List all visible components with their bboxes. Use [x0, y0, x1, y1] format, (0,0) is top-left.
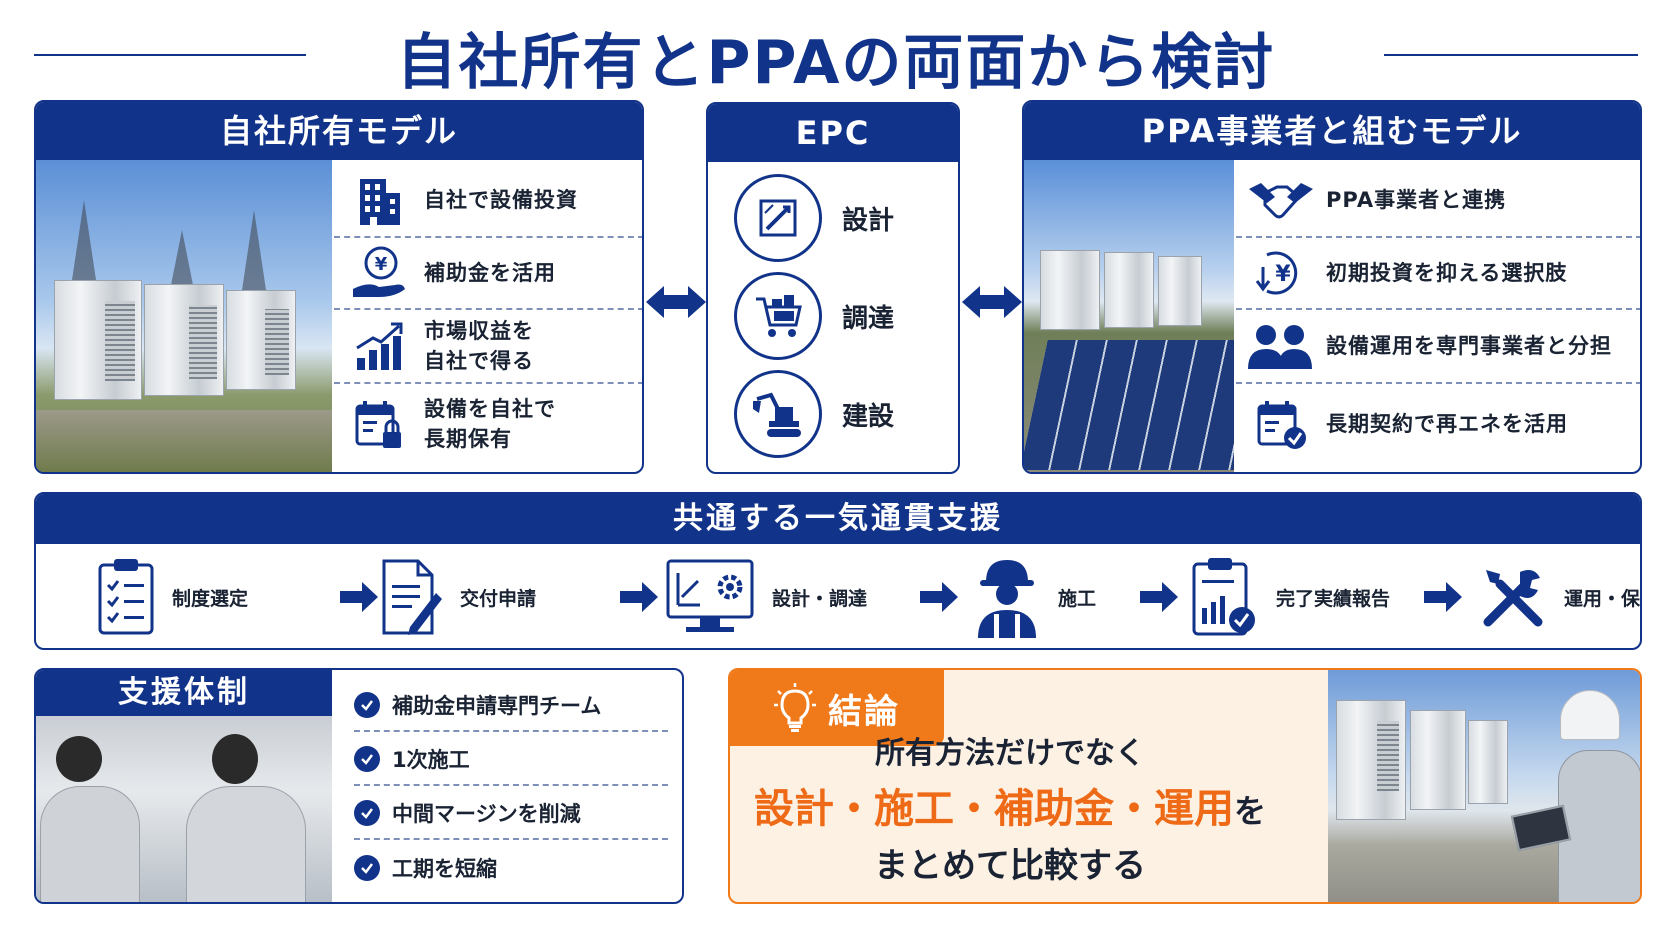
own-item-revenue: 市場収益を 自社で得る	[334, 310, 642, 384]
staff-photo	[36, 716, 332, 902]
step-arrow-4	[1140, 582, 1178, 616]
tools-icon	[1483, 570, 1543, 627]
support-heading: 支援体制	[36, 670, 332, 716]
support-item-2: 1次施工	[354, 734, 668, 786]
handshake-icon	[1236, 175, 1326, 225]
step-grant-application: 交付申請	[380, 544, 536, 648]
own-model-panel: 自社所有モデル 自社で設備投資 ¥ 補助金を活用	[34, 100, 644, 474]
battery-site-photo	[36, 160, 332, 472]
report-chart-icon	[1192, 558, 1255, 636]
engineer-photo	[1328, 670, 1640, 902]
building-icon	[334, 173, 424, 227]
calendar-lock-icon	[334, 396, 424, 452]
own-item-hold: 設備を自社で 長期保有	[334, 384, 642, 464]
own-item-invest: 自社で設備投資	[334, 164, 642, 238]
step-arrow-2	[620, 582, 658, 616]
calendar-check-icon	[1236, 396, 1326, 452]
check-icon	[354, 855, 380, 881]
step-design-procure: 設計・調達	[664, 544, 867, 648]
check-icon	[354, 800, 380, 826]
step-operation-maintenance: 運用・保守	[1478, 544, 1640, 648]
epc-item-design: 設計	[734, 174, 894, 262]
yen-down-icon: ¥	[1236, 245, 1326, 301]
design-icon	[734, 174, 822, 262]
conclusion-line3: まとめて比較する	[874, 846, 1146, 886]
lightbulb-icon	[774, 683, 816, 732]
ppa-item-contract: 長期契約で再エネを活用	[1236, 384, 1640, 464]
document-pen-icon	[382, 559, 442, 635]
support-list: 補助金申請専門チーム 1次施工 中間マージンを削減 工期を短縮	[332, 670, 682, 902]
support-item-1: 補助金申請専門チーム	[354, 680, 668, 732]
step-completion-report: 完了実績報告	[1190, 544, 1390, 648]
epc-item-construct: 建設	[734, 370, 894, 458]
ppa-item-initial: ¥ 初期投資を抑える選択肢	[1236, 238, 1640, 310]
excavator-icon	[734, 370, 822, 458]
conclusion-highlight: 設計・施工・補助金・運用	[753, 786, 1234, 832]
monitor-gear-icon	[666, 559, 754, 632]
support-item-3: 中間マージンを削減	[354, 788, 668, 840]
check-icon	[354, 692, 380, 718]
support-panel: 支援体制 補助金申請専門チーム 1次施工 中間マージンを削減 工期を短縮	[34, 668, 684, 904]
double-arrow-right	[962, 282, 1022, 326]
clipboard-checklist-icon	[98, 559, 154, 635]
process-steps: 制度選定 交付申請 設計・調達 施工 完了実績報告 運用・保守	[36, 544, 1640, 648]
conclusion-panel: 結論 所有方法だけでなく 設計・施工・補助金・運用を まとめて比較する	[728, 668, 1642, 904]
epc-item-procure: 調達	[734, 272, 894, 360]
step-arrow-5	[1424, 582, 1462, 616]
process-panel: 共通する一気通貫支援 制度選定 交付申請 設計・調達 施工 完了実績報告	[34, 492, 1642, 650]
conclusion-line1: 所有方法だけでなく	[875, 736, 1145, 771]
worker-icon	[978, 560, 1036, 638]
step-arrow-3	[920, 582, 958, 616]
ppa-model-panel: PPA事業者と組むモデル PPA事業者と連携 ¥ 初期投資を抑える選択肢 設備運…	[1022, 100, 1642, 474]
double-arrow-left	[646, 282, 706, 326]
growth-chart-icon	[334, 318, 424, 374]
ppa-item-share: 設備運用を専門事業者と分担	[1236, 310, 1640, 384]
solar-battery-photo	[1024, 160, 1234, 472]
own-item-subsidy: ¥ 補助金を活用	[334, 238, 642, 310]
svg-text:¥: ¥	[1275, 262, 1291, 287]
ppa-model-list: PPA事業者と連携 ¥ 初期投資を抑える選択肢 設備運用を専門事業者と分担 長期…	[1236, 160, 1640, 472]
people-icon	[1236, 321, 1326, 371]
process-heading: 共通する一気通貫支援	[36, 494, 1640, 544]
title-rule-right	[1384, 54, 1638, 56]
yen-hand-icon: ¥	[334, 245, 424, 301]
epc-heading: EPC	[708, 104, 958, 162]
conclusion-heading-tab: 結論	[730, 670, 944, 746]
svg-text:¥: ¥	[375, 254, 388, 275]
step-arrow-1	[340, 582, 378, 616]
epc-panel: EPC 設計 調達 建設	[706, 102, 960, 474]
ppa-item-partner: PPA事業者と連携	[1236, 164, 1640, 238]
support-item-4: 工期を短縮	[354, 842, 668, 894]
conclusion-line2: 設計・施工・補助金・運用を	[753, 786, 1266, 832]
cart-icon	[734, 272, 822, 360]
step-construction: 施工	[972, 544, 1096, 648]
check-icon	[354, 746, 380, 772]
page-title: 自社所有とPPAの両面から検討	[396, 28, 1276, 98]
step-system-selection: 制度選定	[96, 544, 248, 648]
own-model-list: 自社で設備投資 ¥ 補助金を活用 市場収益を 自社で得る 設備を自社で 長期保有	[334, 160, 642, 472]
title-rule-left	[34, 54, 306, 56]
own-model-heading: 自社所有モデル	[36, 102, 642, 160]
ppa-model-heading: PPA事業者と組むモデル	[1024, 102, 1640, 160]
